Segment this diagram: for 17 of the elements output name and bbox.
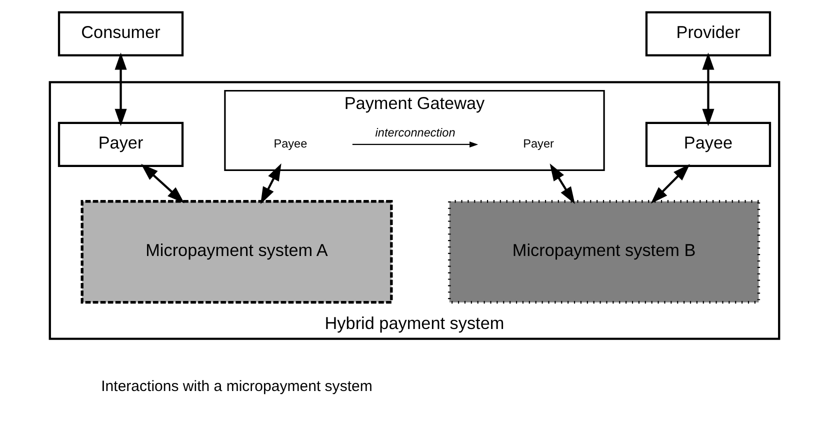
node-text: Payee [274, 136, 308, 150]
arrow [550, 164, 575, 204]
edge-label: interconnection [375, 126, 456, 140]
node-box: Provider [645, 11, 772, 56]
node-box: Payer [58, 122, 184, 167]
arrow [260, 163, 282, 204]
arrow [141, 164, 184, 204]
node-box: Consumer [58, 11, 184, 56]
arrow [650, 164, 690, 204]
node-text: Payer [523, 136, 554, 150]
node-box: Payee [645, 122, 772, 167]
arrow [114, 52, 127, 126]
arrow [352, 141, 478, 148]
node-box: Micropayment system B [448, 200, 760, 304]
arrow [702, 52, 714, 126]
node-box: Micropayment system A [80, 200, 393, 304]
legend-label: Interactions with a micropayment system [101, 378, 372, 396]
